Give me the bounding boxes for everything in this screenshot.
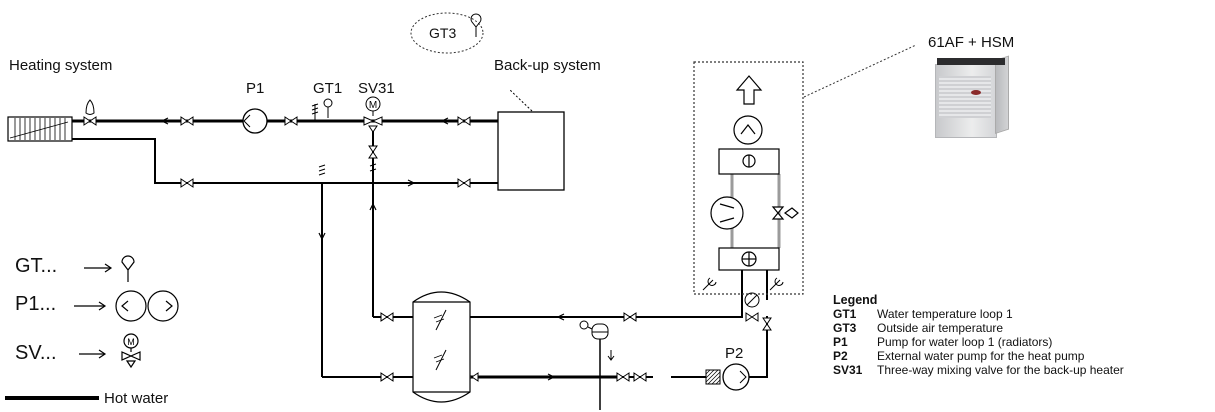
gt3-sensor-icon <box>470 13 482 37</box>
unit-pointer <box>803 44 917 98</box>
svg-text:M: M <box>127 337 135 347</box>
p2-pump-icon <box>722 363 750 391</box>
heat-pump-internals <box>710 75 799 271</box>
gt-key-label: GT... <box>15 255 58 277</box>
legend-row: P1 Pump for water loop 1 (radiators) <box>833 335 1124 349</box>
backup-system-label: Back-up system <box>494 57 601 74</box>
strainer-hatch <box>705 369 721 385</box>
gt1-sensor-icon <box>311 98 333 120</box>
legend-row: P2 External water pump for the heat pump <box>833 349 1124 363</box>
p-key-label: P1... <box>15 293 57 315</box>
legend: Legend GT1 Water temperature loop 1 GT3 Ou… <box>833 293 1124 377</box>
legend-desc: Three-way mixing valve for the back-up h… <box>877 363 1124 377</box>
legend-code: P2 <box>833 349 848 363</box>
legend-row: SV31 Three-way mixing valve for the back-… <box>833 363 1124 377</box>
gt-key-sensor-icon <box>121 255 135 282</box>
legend-desc: Pump for water loop 1 (radiators) <box>877 335 1053 349</box>
legend-row: GT3 Outside air temperature <box>833 321 1124 335</box>
symbol-key <box>5 255 179 400</box>
strainer-icon <box>705 369 721 385</box>
legend-row: GT1 Water temperature loop 1 <box>833 307 1124 321</box>
gt3-label: GT3 <box>429 25 457 41</box>
buffer-tank <box>412 291 471 403</box>
heating-system-label: Heating system <box>9 57 113 74</box>
unit-name-label: 61AF + HSM <box>928 34 1015 51</box>
legend-desc: Outside air temperature <box>877 321 1004 335</box>
svg-text:M: M <box>369 100 377 111</box>
legend-code: SV31 <box>833 363 863 377</box>
legend-title: Legend <box>833 293 878 307</box>
legend-code: GT3 <box>833 321 857 335</box>
heat-pump-boundary <box>693 61 804 295</box>
backup-pointer <box>509 89 533 112</box>
p2-label: P2 <box>725 345 744 362</box>
gt3-outdoor-boundary <box>410 12 484 54</box>
sensor-marks <box>318 163 377 176</box>
legend-desc: External water pump for the heat pump <box>877 349 1085 363</box>
p1-pump-icon <box>242 108 268 134</box>
legend-desc: Water temperature loop 1 <box>877 307 1013 321</box>
radiator-thermostat-icon <box>85 99 95 115</box>
flow-arrows <box>160 117 565 381</box>
sv-key-label: SV... <box>15 342 57 364</box>
legend-code: GT1 <box>833 307 857 321</box>
legend-code: P1 <box>833 335 848 349</box>
heat-pump-unit-image <box>935 55 1009 140</box>
radiator-icon <box>7 116 73 142</box>
pump-right-key-icon <box>147 290 179 322</box>
backup-system-box <box>497 111 565 191</box>
sv31-label: SV31 <box>358 80 395 97</box>
pump-left-key-icon <box>115 290 147 322</box>
expansion-vessel-icon <box>579 320 615 361</box>
p1-label: P1 <box>246 80 265 97</box>
gt1-label: GT1 <box>313 80 343 97</box>
heat-pump-sensors <box>702 277 784 291</box>
hot-water-key-label: Hot water <box>104 390 169 407</box>
sv31-mixing-valve-icon: M <box>363 96 383 133</box>
